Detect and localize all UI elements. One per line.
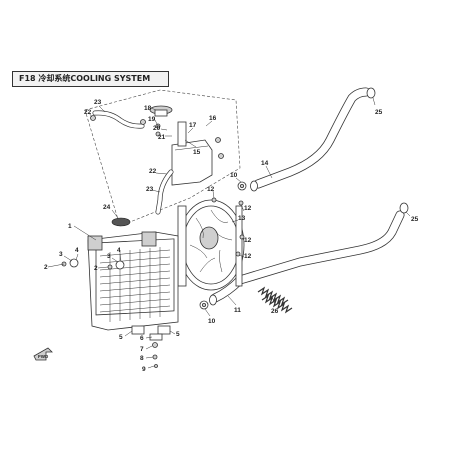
- clip-icon: [90, 115, 146, 125]
- expansion-tank-icon: [149, 105, 213, 186]
- callout-7: 7: [140, 346, 144, 353]
- spring-hose-icon: [257, 286, 293, 314]
- callout-22b: 22: [149, 168, 157, 175]
- callout-19: 19: [148, 116, 156, 123]
- callout-12d: 12: [244, 253, 252, 260]
- callout-9: 9: [142, 366, 146, 373]
- callout-5a: 5: [119, 334, 123, 341]
- lower-clamp-icon: [209, 202, 409, 306]
- callout-10b: 10: [208, 318, 216, 325]
- callout-3a: 3: [59, 251, 63, 258]
- callout-2a: 2: [44, 264, 48, 271]
- callout-15: 15: [193, 149, 201, 156]
- callout-6: 6: [140, 335, 144, 342]
- overflow-hose-icon: [92, 110, 145, 129]
- callout-11: 11: [234, 307, 241, 314]
- callout-21: 21: [158, 134, 166, 141]
- callout-22a: 22: [84, 109, 92, 116]
- callout-12c: 12: [244, 237, 252, 244]
- callout-2b: 2: [94, 265, 98, 272]
- callout-13: 13: [238, 215, 246, 222]
- fan-assembly-icon: [177, 199, 245, 291]
- callout-1: 1: [68, 223, 72, 230]
- callout-23b: 23: [146, 186, 154, 193]
- callout-25a: 25: [375, 109, 383, 116]
- callout-24: 24: [103, 204, 111, 211]
- callout-12a: 12: [207, 186, 215, 193]
- callout-4b: 4: [117, 247, 121, 254]
- clamp-icon: [250, 87, 376, 192]
- page-title: F18 冷却系统COOLING SYSTEM: [19, 74, 151, 83]
- callout-25b: 25: [411, 216, 419, 223]
- radiator-mount-icon: [61, 258, 171, 368]
- callout-3b: 3: [107, 253, 111, 260]
- fan-nut-icon: [199, 181, 247, 310]
- callout-8: 8: [140, 355, 144, 362]
- callout-5b: 5: [176, 331, 180, 338]
- callout-4a: 4: [75, 247, 79, 254]
- tank-bolt-icon: [155, 123, 224, 159]
- callout-10a: 10: [230, 172, 238, 179]
- callouts: 1 2 2 3 3 4 4 5 5 6 7 8 9 10 10 11 12 1: [38, 97, 419, 373]
- callout-12b: 12: [244, 205, 252, 212]
- fwd-arrow-icon: [33, 347, 53, 361]
- lower-hose-icon: [210, 210, 405, 303]
- upper-hose-icon: [253, 87, 371, 189]
- callout-26: 26: [271, 308, 279, 315]
- callout-14: 14: [261, 160, 269, 167]
- fwd-label: FWD: [38, 354, 49, 359]
- callout-17: 17: [189, 122, 197, 129]
- callout-16: 16: [209, 115, 217, 122]
- radiator-icon: [87, 217, 179, 331]
- callout-23a: 23: [94, 99, 102, 106]
- tank-hose-icon: [155, 169, 174, 215]
- callout-20: 20: [153, 125, 161, 132]
- callout-18: 18: [144, 105, 152, 112]
- title-box: F18 冷却系统COOLING SYSTEM: [12, 71, 169, 87]
